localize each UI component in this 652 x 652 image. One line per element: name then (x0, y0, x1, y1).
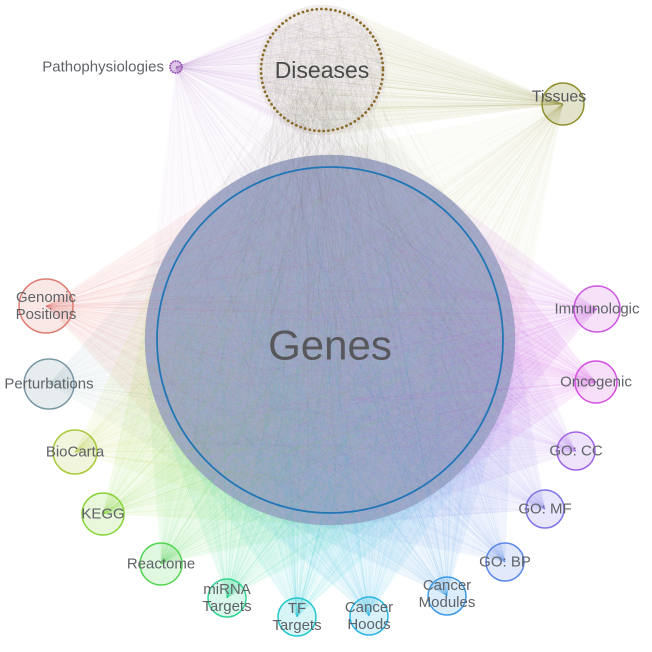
node-oncogenic[interactable] (574, 360, 618, 404)
edge-bundle-go-bp-genes (144, 154, 516, 562)
label-genes: Genes (268, 322, 392, 369)
edge-bundle-pathophysiologies-diseases (176, 4, 388, 136)
edge-bundle-reactome-genes (144, 154, 516, 564)
label-go-mf: GO: MF (518, 501, 571, 518)
node-pathophysiologies[interactable] (169, 60, 183, 74)
node-reactome[interactable] (139, 542, 183, 586)
node-kegg[interactable] (81, 492, 125, 536)
edge-bundle-genomic-positions-genes (46, 154, 516, 526)
edge-bundle-tissues-genes (144, 104, 563, 526)
label-oncogenic: Oncogenic (560, 374, 632, 391)
node-cancer-hoods[interactable] (349, 596, 389, 636)
node-tf-targets[interactable] (277, 597, 317, 637)
node-genes[interactable] (156, 166, 504, 514)
edge-strands (45, 9, 598, 618)
edge-wedges (46, 4, 597, 617)
edge-bundle-go-mf-genes (144, 154, 545, 526)
edge-bundle-oncogenic-genes (144, 154, 596, 526)
node-biocarta[interactable] (52, 429, 98, 475)
label-biocarta: BioCarta (46, 444, 105, 461)
label-go-bp: GO: BP (479, 554, 531, 571)
edge-bundle-perturbations-genes (49, 154, 516, 526)
node-go-cc[interactable] (556, 431, 596, 471)
label-diseases: Diseases (275, 57, 370, 83)
label-perturbations: Perturbations (4, 376, 93, 393)
edge-bundle-biocarta-genes (75, 154, 516, 526)
label-pathophysiologies: Pathophysiologies (42, 59, 164, 76)
label-reactome: Reactome (127, 556, 195, 573)
node-cancer-modules[interactable] (427, 576, 467, 616)
inner-meshes (156, 8, 504, 514)
nodes (18, 7, 621, 637)
edge-bundle-go-cc-genes (144, 154, 576, 526)
edge-bundle-cancer-hoods-genes (144, 154, 516, 616)
node-tissues[interactable] (541, 82, 585, 126)
node-genomic-positions[interactable] (18, 278, 74, 334)
label-tissues: Tissues (532, 89, 587, 106)
edge-bundle-tf-targets-genes (144, 154, 516, 617)
node-go-mf[interactable] (525, 489, 565, 529)
edge-bundle-tissues-diseases (256, 4, 563, 136)
node-mirna-targets[interactable] (207, 578, 247, 618)
node-go-bp[interactable] (485, 542, 525, 582)
node-immunologic[interactable] (573, 285, 621, 333)
label-kegg: KEGG (81, 506, 124, 523)
edge-bundle-diseases-genes (144, 70, 516, 526)
label-immunologic: Immunologic (554, 301, 640, 318)
node-perturbations[interactable] (23, 358, 75, 410)
node-diseases[interactable] (259, 7, 385, 133)
edge-bundle-kegg-genes (103, 154, 516, 526)
edge-bundle-immunologic-genes (144, 154, 597, 526)
label-go-cc: GO: CC (549, 443, 603, 460)
